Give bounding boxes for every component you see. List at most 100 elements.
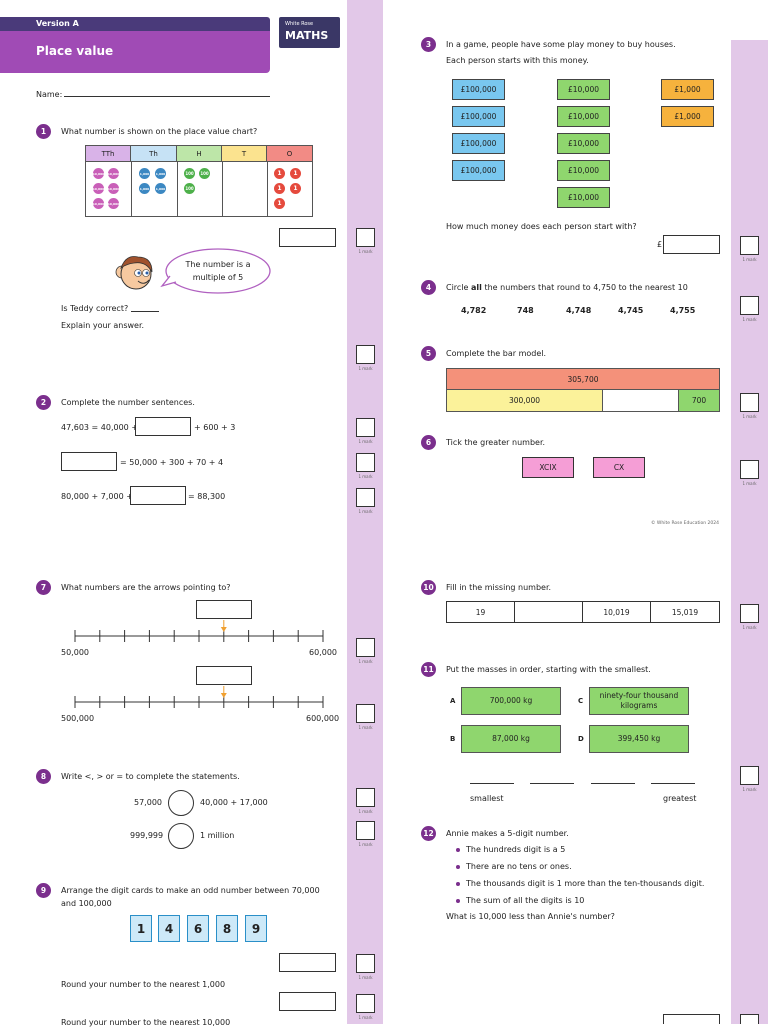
- digit-card[interactable]: 1: [130, 915, 152, 942]
- speech-text: The number is a multiple of 5: [185, 260, 251, 282]
- q7-answer-box-1[interactable]: [196, 600, 252, 619]
- bar-model-missing-part[interactable]: [602, 390, 679, 412]
- question-number-8: 8: [36, 769, 51, 784]
- page-title: Place value: [36, 44, 114, 58]
- round-option[interactable]: 4,755: [670, 306, 696, 315]
- bar-model-part-1: 300,000: [446, 390, 603, 412]
- q12-answer-box[interactable]: [663, 1014, 720, 1024]
- q9-answer-box-2[interactable]: [279, 992, 336, 1011]
- round-option[interactable]: 4,748: [566, 306, 592, 315]
- mark-box[interactable]: [740, 1014, 759, 1024]
- q3-answer-box[interactable]: [663, 235, 720, 254]
- mark-box[interactable]: [356, 994, 375, 1013]
- counter-hundred: 100: [184, 168, 195, 179]
- mark-box[interactable]: [740, 296, 759, 315]
- q2-answer-box-1[interactable]: [135, 417, 191, 436]
- compare-circle-2[interactable]: [168, 823, 194, 849]
- digit-card[interactable]: 4: [158, 915, 180, 942]
- counter-ten-thousand: 10,000: [93, 183, 104, 194]
- counter-ten-thousand: 10,000: [108, 198, 119, 209]
- round-option[interactable]: 4,745: [618, 306, 644, 315]
- bullet: [456, 882, 460, 886]
- counter-ten-thousand: 10,000: [93, 168, 104, 179]
- question-number-1: 1: [36, 124, 51, 139]
- version-label: Version A: [36, 19, 79, 28]
- counter-ten-thousand: 10,000: [108, 168, 119, 179]
- digit-card[interactable]: 6: [187, 915, 209, 942]
- round-option[interactable]: 4,782: [461, 306, 487, 315]
- question-number-6: 6: [421, 435, 436, 450]
- teddy-answer-line[interactable]: [131, 311, 159, 312]
- pv-header-t: T: [222, 146, 267, 161]
- q2-answer-box-3[interactable]: [130, 486, 186, 505]
- mark-box[interactable]: [740, 604, 759, 623]
- bar-model-part-3: 700: [678, 390, 720, 412]
- q2-prompt: Complete the number sentences.: [61, 398, 195, 407]
- pv-header-h: H: [177, 146, 222, 161]
- order-line[interactable]: [470, 783, 514, 784]
- name-line[interactable]: [64, 96, 270, 97]
- mass-card-a: 700,000 kg: [461, 687, 561, 715]
- bar-model-whole: 305,700: [446, 368, 720, 390]
- mark-box[interactable]: [740, 393, 759, 412]
- round-option[interactable]: 748: [517, 306, 534, 315]
- note-10000: £10,000: [557, 106, 610, 127]
- pv-header-th: Th: [131, 146, 177, 161]
- question-number-2: 2: [36, 395, 51, 410]
- digit-card[interactable]: 8: [216, 915, 238, 942]
- note-10000: £10,000: [557, 79, 610, 100]
- margin-strip-right: [731, 40, 768, 1024]
- question-number-9: 9: [36, 883, 51, 898]
- logo: White Rose MATHS: [279, 17, 340, 48]
- teddy-question: Is Teddy correct?: [61, 304, 129, 313]
- mark-box[interactable]: [740, 236, 759, 255]
- sequence-cell: 10,019: [583, 602, 651, 622]
- number-line-1: [74, 620, 324, 642]
- sequence-cell: 19: [447, 602, 515, 622]
- mark-box[interactable]: [356, 345, 375, 364]
- explain-label: Explain your answer.: [61, 321, 145, 330]
- question-number-3: 3: [421, 37, 436, 52]
- q1-answer-box[interactable]: [279, 228, 336, 247]
- order-line[interactable]: [651, 783, 695, 784]
- digit-card[interactable]: 9: [245, 915, 267, 942]
- mark-box[interactable]: [740, 460, 759, 479]
- mark-box[interactable]: [356, 488, 375, 507]
- name-label: Name:: [36, 90, 63, 99]
- question-number-4: 4: [421, 280, 436, 295]
- mark-box[interactable]: [356, 418, 375, 437]
- sequence-cell-missing[interactable]: [515, 602, 583, 622]
- counter-one: 1: [290, 183, 301, 194]
- note-100000: £100,000: [452, 133, 505, 154]
- margin-strip-left: [347, 0, 383, 1024]
- mark-box[interactable]: [740, 766, 759, 785]
- question-number-12: 12: [421, 826, 436, 841]
- order-line[interactable]: [530, 783, 574, 784]
- mark-box[interactable]: [356, 704, 375, 723]
- mark-box[interactable]: [356, 453, 375, 472]
- compare-circle-1[interactable]: [168, 790, 194, 816]
- teddy-character: [115, 256, 153, 290]
- mark-box[interactable]: [356, 228, 375, 247]
- counter-hundred: 100: [184, 183, 195, 194]
- q7-answer-box-2[interactable]: [196, 666, 252, 685]
- mark-box[interactable]: [356, 954, 375, 973]
- question-number-11: 11: [421, 662, 436, 677]
- speech-bubble: [160, 248, 271, 294]
- q9-answer-box-1[interactable]: [279, 953, 336, 972]
- counter-hundred: 100: [199, 168, 210, 179]
- roman-option-a[interactable]: XCIX: [522, 457, 574, 478]
- mark-box[interactable]: [356, 638, 375, 657]
- q1-prompt: What number is shown on the place value …: [61, 127, 258, 136]
- roman-option-b[interactable]: CX: [593, 457, 645, 478]
- mark-box[interactable]: [356, 788, 375, 807]
- mark-box[interactable]: [356, 821, 375, 840]
- note-10000: £10,000: [557, 133, 610, 154]
- note-100000: £100,000: [452, 106, 505, 127]
- number-sequence: 19 10,019 15,019: [446, 601, 720, 623]
- counter-one: 1: [274, 183, 285, 194]
- counter-ten-thousand: 10,000: [108, 183, 119, 194]
- q2-answer-box-2[interactable]: [61, 452, 117, 471]
- pv-header-o: O: [267, 146, 312, 161]
- order-line[interactable]: [591, 783, 635, 784]
